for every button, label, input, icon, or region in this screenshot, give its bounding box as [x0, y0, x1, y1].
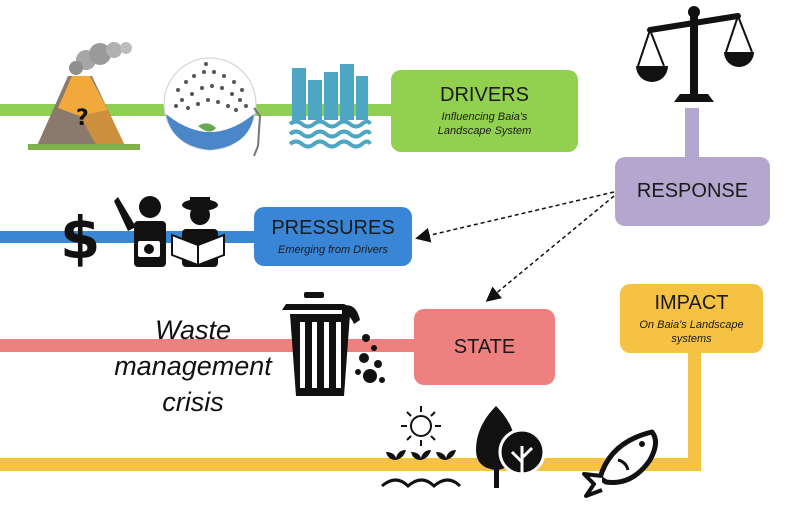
volcano-icon: ? — [28, 42, 140, 150]
svg-text:$: $ — [60, 204, 100, 272]
flooded-city-icon — [288, 64, 372, 149]
fish-icon — [582, 429, 658, 498]
trees-icon — [476, 406, 546, 488]
response-title: RESPONSE — [636, 180, 749, 202]
impact-line-vertical — [688, 350, 701, 471]
scales-icon — [636, 6, 754, 102]
pressures-title: PRESSURES — [271, 216, 395, 239]
drivers-title: DRIVERS — [440, 84, 529, 106]
state-title: STATE — [453, 335, 516, 358]
pressures-subtitle: Emerging from Drivers — [277, 243, 389, 256]
reader-icon — [171, 197, 225, 267]
impact-box: IMPACT On Baia's Landscape systems — [620, 284, 763, 353]
drivers-subtitle: Influencing Baia's Landscape System — [437, 111, 532, 137]
waste-management-text: Waste management crisis — [114, 315, 272, 417]
svg-text:?: ? — [76, 106, 89, 131]
tourist-icon — [114, 196, 166, 267]
arrow-to-pressures — [415, 191, 615, 243]
impact-title: IMPACT — [654, 291, 729, 314]
state-box: STATE — [414, 309, 555, 385]
pressures-box: PRESSURES Emerging from Drivers — [254, 207, 412, 266]
arrow-to-state — [485, 195, 615, 302]
drivers-box: DRIVERS Influencing Baia's Landscape Sys… — [391, 70, 578, 152]
dollar-icon: $ — [60, 204, 100, 272]
response-line — [685, 108, 699, 164]
response-box: RESPONSE — [615, 157, 770, 226]
trash-can-icon — [282, 292, 385, 396]
impact-subtitle: On Baia's Landscape systems — [639, 318, 744, 345]
plants-sun-icon — [381, 406, 462, 489]
globe-crowd-icon — [163, 57, 262, 157]
